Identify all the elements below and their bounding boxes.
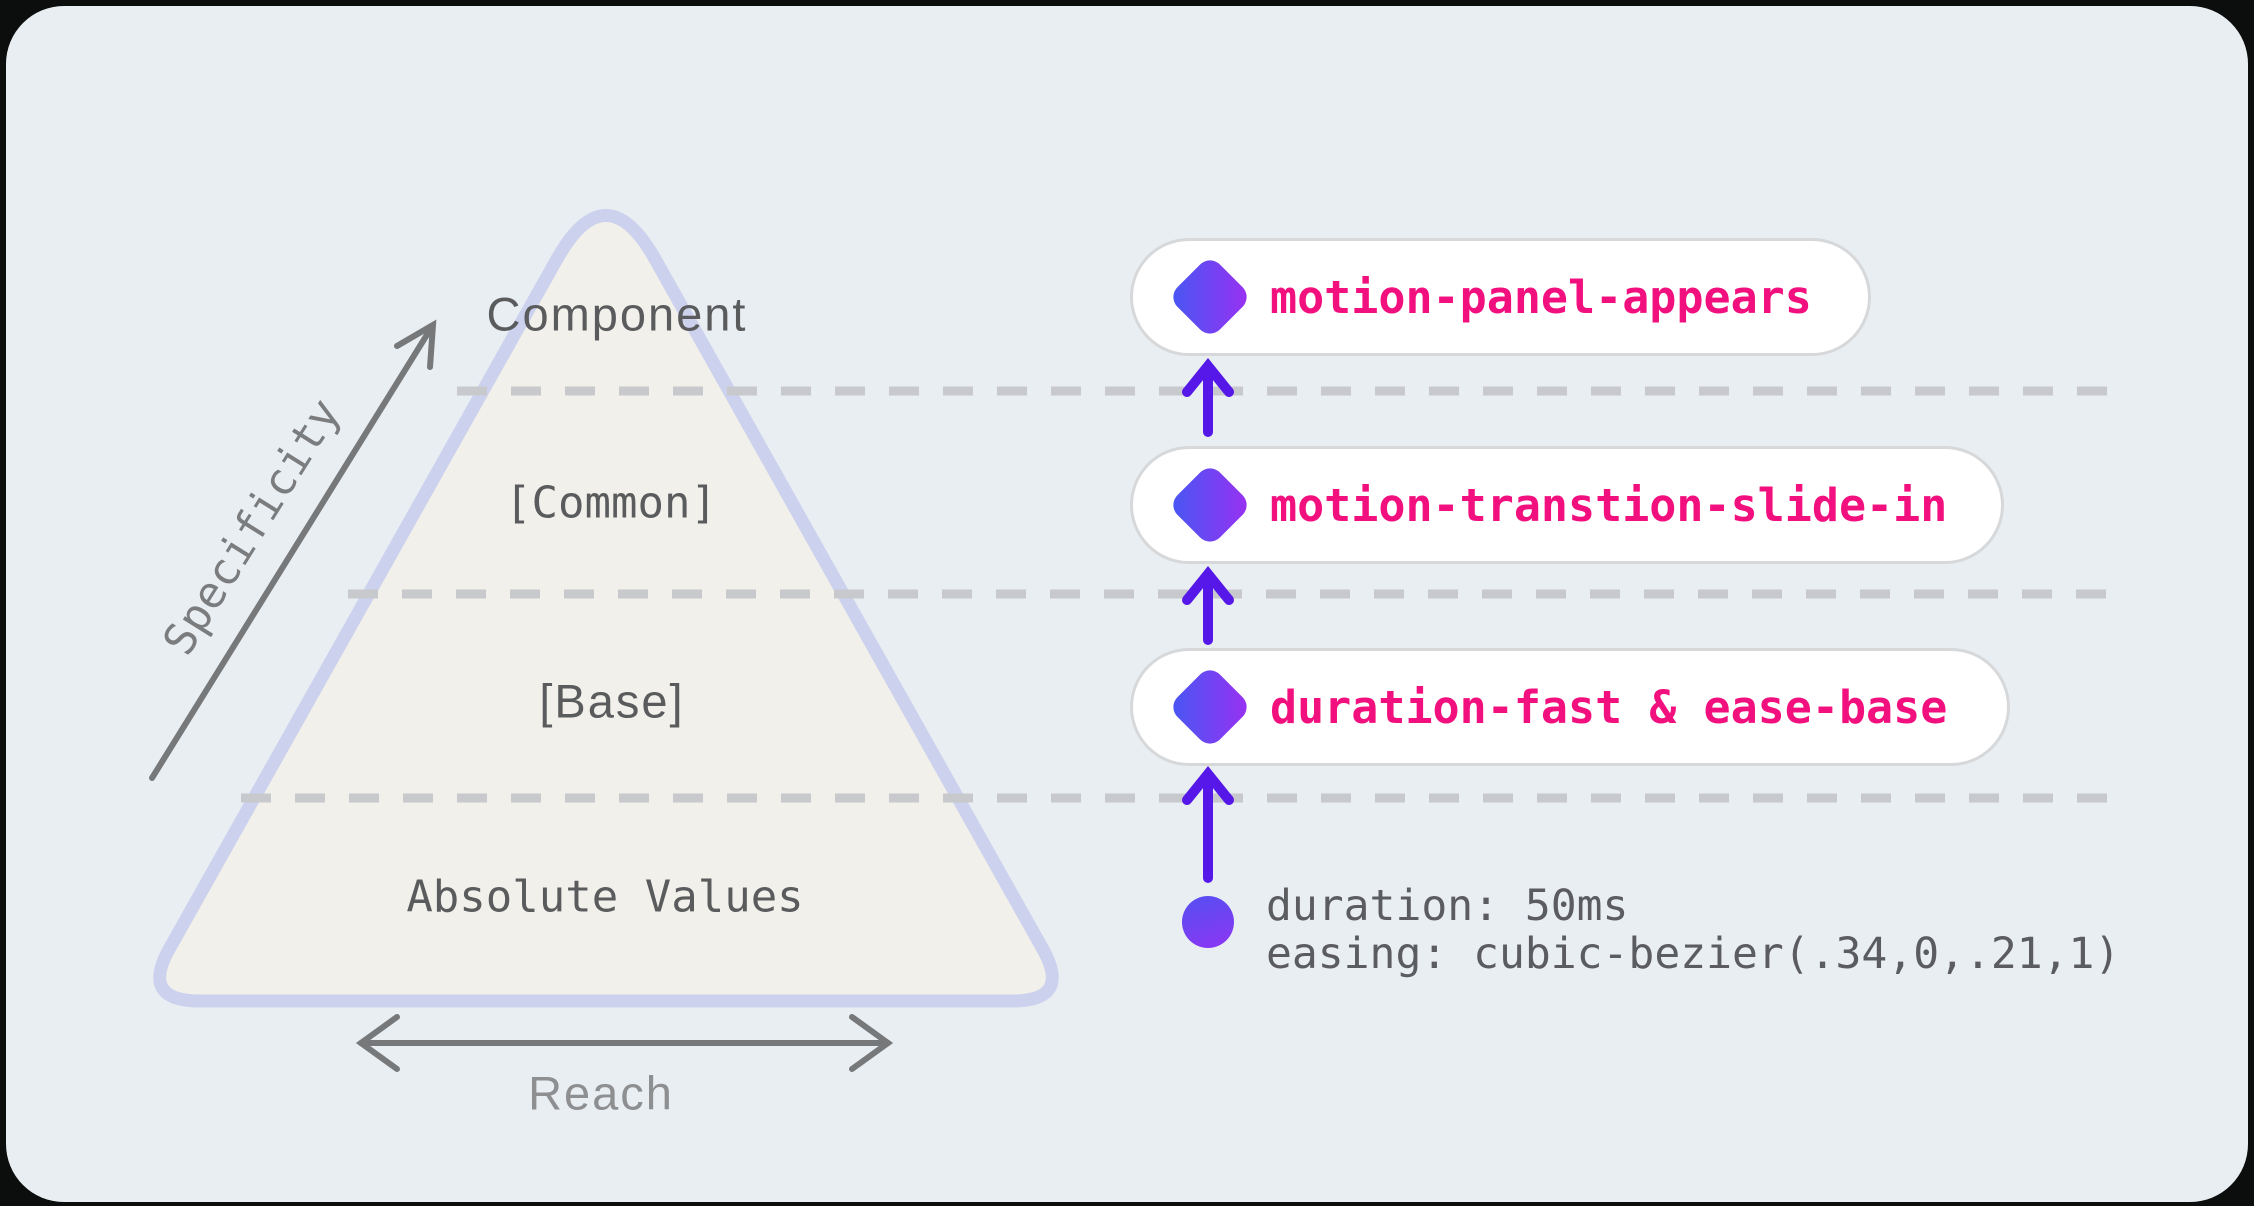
up-right-arrowhead-icon: [394, 319, 437, 370]
pyramid-label-component: Component: [486, 287, 748, 341]
token-flow-arrow-base: [1182, 766, 1234, 883]
token-flow-arrow-component: [1182, 358, 1234, 437]
reach-axis-arrow: [355, 1014, 894, 1072]
right-arrowhead-icon: [849, 1014, 894, 1072]
diamond-token-icon: [1167, 462, 1253, 548]
token-pill-label: motion-transtion-slide-in: [1270, 478, 1948, 532]
diamond-token-icon: [1167, 664, 1253, 750]
raw-duration-line: duration: 50ms: [1266, 881, 1629, 931]
token-pill-label: motion-panel-appears: [1270, 270, 1812, 324]
up-arrowhead-icon: [1182, 766, 1234, 805]
up-arrowhead-icon: [1182, 358, 1234, 397]
token-pill-common: motion-transtion-slide-in: [1130, 446, 2004, 564]
pyramid-label-base: [Base]: [539, 674, 685, 728]
token-pill-base: duration-fast & ease-base: [1130, 648, 2010, 766]
specificity-axis-arrow: [149, 319, 437, 781]
diamond-token-icon: [1167, 254, 1253, 340]
token-pill-component: motion-panel-appears: [1130, 238, 1871, 356]
gradient-dot-icon: [1182, 896, 1234, 948]
raw-easing-line: easing: cubic-bezier(.34,0,.21,1): [1266, 929, 2121, 979]
pyramid-shape: [153, 209, 1059, 1008]
reach-axis-label: Reach: [528, 1066, 674, 1120]
pyramid-label-common: [Common]: [505, 477, 717, 529]
token-flow-arrow-common: [1182, 566, 1234, 645]
left-arrowhead-icon: [355, 1014, 400, 1072]
raw-values-code: duration: 50ms easing: cubic-bezier(.34,…: [1266, 882, 2120, 978]
token-pill-label: duration-fast & ease-base: [1270, 680, 1948, 734]
up-arrowhead-icon: [1182, 566, 1234, 605]
pyramid-label-absolute-values: Absolute Values: [406, 871, 804, 923]
